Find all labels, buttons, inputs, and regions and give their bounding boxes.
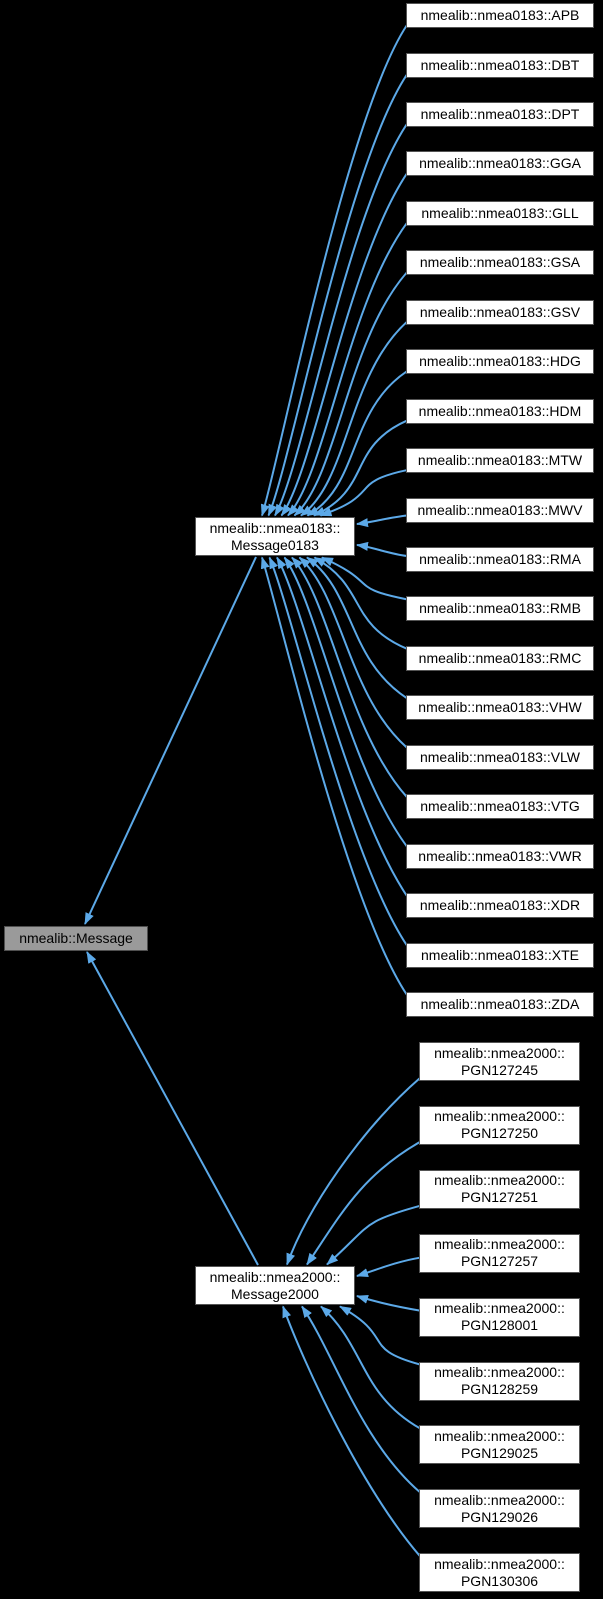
node-nmea2000-leaf[interactable]: nmealib::nmea2000::PGN127257 [419,1233,580,1273]
node-nmea0183-leaf[interactable]: nmealib::nmea0183::RMA [406,547,594,572]
node-nmea0183-leaf[interactable]: nmealib::nmea0183::VWR [406,843,594,869]
node-nmea0183-leaf[interactable]: nmealib::nmea0183::HDM [406,398,594,424]
node-label-line2: PGN130306 [460,1572,539,1589]
node-nmea0183-leaf[interactable]: nmealib::nmea0183::RMC [406,645,594,671]
inheritance-edge [306,1141,421,1266]
node-label-line2: PGN128001 [460,1317,539,1334]
node-nmea2000-leaf[interactable]: nmealib::nmea2000::PGN127250 [419,1105,580,1145]
node-nmea2000-leaf[interactable]: nmealib::nmea2000::PGN127251 [419,1169,580,1209]
inheritance-edge [84,556,257,925]
node-nmea2000-leaf[interactable]: nmealib::nmea2000::PGN128001 [419,1297,580,1337]
inheritance-edge [300,320,408,517]
inheritance-edge [267,73,408,517]
inheritance-edge [321,556,408,601]
inheritance-edge [313,419,408,517]
node-nmea0183-leaf[interactable]: nmealib::nmea0183::GLL [406,200,594,226]
inheritance-edge [283,556,408,848]
node-message0183[interactable]: nmealib::nmea0183:: Message0183 [195,517,355,556]
inheritance-edge [339,1305,421,1366]
node-label-line1: nmealib::nmea2000:: [434,1300,565,1317]
inheritance-edge [260,556,408,996]
node-label-line2: PGN129025 [460,1444,539,1461]
node-nmea2000-leaf[interactable]: nmealib::nmea2000::PGN129026 [419,1489,580,1529]
inheritance-edge [356,1256,421,1277]
node-nmea0183-leaf[interactable]: nmealib::nmea0183::APB [406,3,594,28]
inheritance-edge [260,24,408,517]
node-nmea0183-leaf[interactable]: nmealib::nmea0183::VLW [406,744,594,770]
node-label-line2: PGN127245 [460,1061,539,1078]
inheritance-edge [280,172,408,517]
node-nmea0183-leaf[interactable]: nmealib::nmea0183::DPT [406,101,594,127]
inheritance-edge [276,556,408,897]
node-nmea0183-leaf[interactable]: nmealib::nmea0183::VHW [406,695,594,721]
inheritance-edge [86,951,259,1266]
node-label-line2: Message0183 [231,536,319,553]
inheritance-edge [282,1305,421,1557]
inheritance-edge [268,556,408,947]
inheritance-edge [319,469,408,517]
node-nmea0183-leaf[interactable]: nmealib::nmea0183::ZDA [406,992,594,1017]
inheritance-edge [286,1077,421,1266]
inheritance-edge [301,1305,421,1494]
node-label-line2: PGN129026 [460,1508,539,1525]
node-label-line1: nmealib::nmea2000:: [209,1268,341,1285]
node-nmea2000-leaf[interactable]: nmealib::nmea2000::PGN130306 [419,1553,580,1593]
node-nmea0183-leaf[interactable]: nmealib::nmea0183::GSA [406,250,594,276]
inheritance-edge [356,514,408,528]
node-label-line2: PGN128259 [460,1381,539,1397]
node-label-line1: nmealib::nmea2000:: [434,1172,565,1189]
node-label-line2: PGN127257 [460,1253,539,1270]
node-message2000[interactable]: nmealib::nmea2000:: Message2000 [195,1266,355,1305]
node-label-line1: nmealib::nmea2000:: [434,1555,565,1572]
node-label-line1: nmealib::nmea2000:: [434,1044,565,1061]
inheritance-edge [306,370,408,517]
node-nmea0183-leaf[interactable]: nmealib::nmea0183::GGA [406,151,594,177]
inheritance-edge [287,222,408,517]
node-label-line2: PGN127251 [460,1189,539,1206]
node-nmea0183-leaf[interactable]: nmealib::nmea0183::VTG [406,794,594,820]
node-nmea2000-leaf[interactable]: nmealib::nmea2000::PGN128259 [419,1361,580,1401]
inheritance-edge [326,1204,421,1266]
inheritance-edge [313,556,408,650]
inheritance-edge [356,1295,421,1312]
node-nmea0183-leaf[interactable]: nmealib::nmea0183::XDR [406,893,594,919]
node-label-line2: PGN127250 [460,1125,539,1142]
inheritance-edge [293,271,408,517]
node-nmea0183-leaf[interactable]: nmealib::nmea0183::HDG [406,349,594,375]
inheritance-edge [298,556,408,749]
node-label-line1: nmealib::nmea2000:: [434,1364,565,1380]
node-label-line1: nmealib::nmea2000:: [434,1491,565,1508]
node-nmea0183-leaf[interactable]: nmealib::nmea0183::MWV [406,497,594,523]
node-nmea0183-leaf[interactable]: nmealib::nmea0183::RMB [406,596,594,622]
inheritance-edge [291,556,408,798]
node-label-line1: nmealib::nmea2000:: [434,1427,565,1444]
inheritance-edge [274,123,408,517]
inheritance-edge [320,1305,421,1430]
inheritance-edge [356,541,408,557]
node-nmea0183-leaf[interactable]: nmealib::nmea0183::GSV [406,299,594,325]
node-nmea0183-leaf[interactable]: nmealib::nmea0183::MTW [406,448,594,474]
node-nmealib-message[interactable]: nmealib::Message [4,926,148,951]
node-label-line1: nmealib::nmea2000:: [434,1108,565,1125]
node-nmea2000-leaf[interactable]: nmealib::nmea2000::PGN129025 [419,1425,580,1465]
inheritance-edge [306,556,408,700]
node-nmea2000-leaf[interactable]: nmealib::nmea2000::PGN127245 [419,1042,580,1081]
node-label-line1: nmealib::nmea2000:: [434,1236,565,1253]
node-label-line2: Message2000 [231,1285,319,1302]
node-nmea0183-leaf[interactable]: nmealib::nmea0183::XTE [406,942,594,968]
node-nmea0183-leaf[interactable]: nmealib::nmea0183::DBT [406,52,594,78]
node-label-line1: nmealib::nmea0183:: [209,519,341,536]
